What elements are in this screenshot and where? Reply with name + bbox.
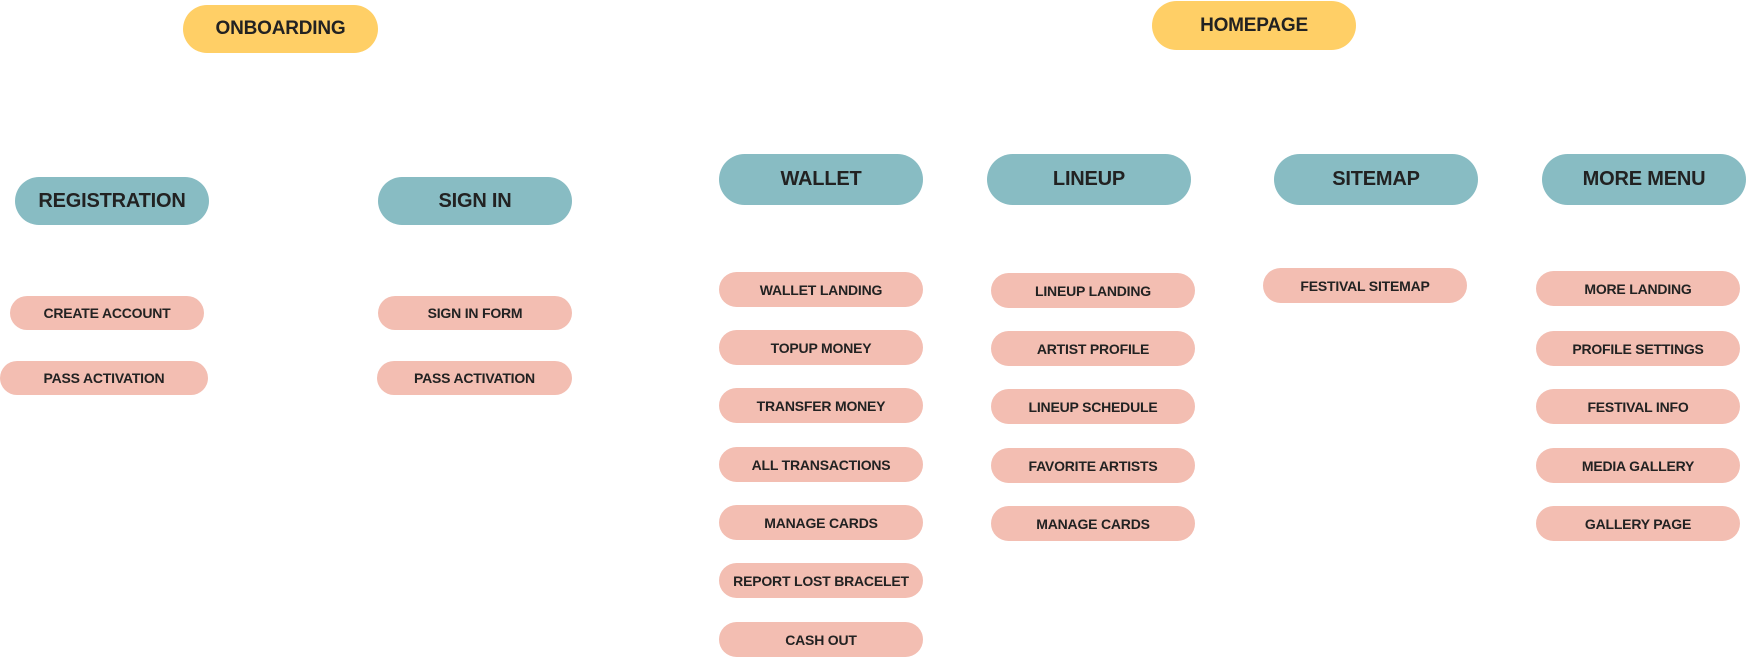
item-pass-activation: PASS ACTIVATION [377, 361, 572, 395]
section-homepage: HOMEPAGE [1152, 1, 1356, 50]
section-onboarding: ONBOARDING [183, 5, 378, 53]
item-lineup-schedule: LINEUP SCHEDULE [991, 389, 1195, 424]
item-festival-info: FESTIVAL INFO [1536, 389, 1740, 424]
item-media-gallery: MEDIA GALLERY [1536, 448, 1740, 483]
item-wallet-landing: WALLET LANDING [719, 272, 923, 307]
item-topup-money: TOPUP MONEY [719, 330, 923, 365]
group-sitemap: SITEMAP [1274, 154, 1478, 205]
item-profile-settings: PROFILE SETTINGS [1536, 331, 1740, 366]
item-favorite-artists: FAVORITE ARTISTS [991, 448, 1195, 483]
item-artist-profile: ARTIST PROFILE [991, 331, 1195, 366]
item-pass-activation: PASS ACTIVATION [0, 361, 208, 395]
group-registration: REGISTRATION [15, 177, 209, 225]
group-more-menu: MORE MENU [1542, 154, 1746, 205]
item-report-lost-bracelet: REPORT LOST BRACELET [719, 563, 923, 598]
group-sign-in: SIGN IN [378, 177, 572, 225]
group-lineup: LINEUP [987, 154, 1191, 205]
item-gallery-page: GALLERY PAGE [1536, 506, 1740, 541]
item-create-account: CREATE ACCOUNT [10, 296, 204, 330]
item-manage-cards: MANAGE CARDS [719, 505, 923, 540]
item-transfer-money: TRANSFER MONEY [719, 388, 923, 423]
item-manage-cards: MANAGE CARDS [991, 506, 1195, 541]
item-more-landing: MORE LANDING [1536, 271, 1740, 306]
group-wallet: WALLET [719, 154, 923, 205]
item-festival-sitemap: FESTIVAL SITEMAP [1263, 268, 1467, 303]
item-cash-out: CASH OUT [719, 622, 923, 657]
item-sign-in-form: SIGN IN FORM [378, 296, 572, 330]
item-all-transactions: ALL TRANSACTIONS [719, 447, 923, 482]
item-lineup-landing: LINEUP LANDING [991, 273, 1195, 308]
